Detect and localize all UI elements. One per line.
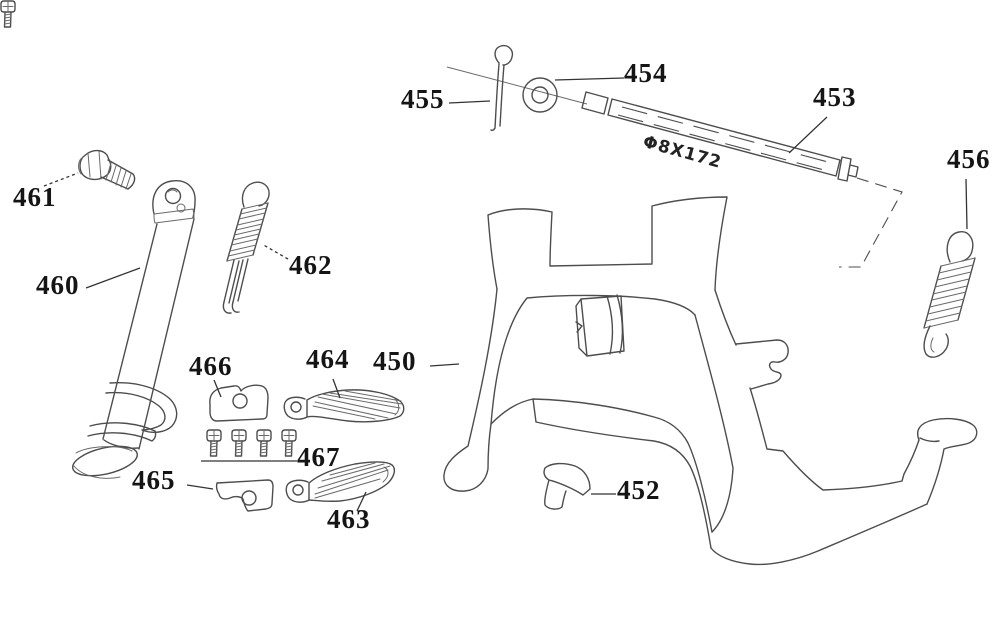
part-label-461: 461 <box>13 182 57 212</box>
part-label-454: 454 <box>624 58 668 88</box>
bracket-upper-drawing <box>209 384 269 422</box>
center-stand-drawing <box>443 196 978 566</box>
bumper-drawing <box>543 462 591 510</box>
washer-drawing <box>522 77 558 113</box>
shaft-assembly-drawing <box>446 44 903 268</box>
bracket-lower-drawing <box>215 479 274 512</box>
cotter-pin-drawing <box>490 44 514 132</box>
side-stand-drawing <box>72 180 196 479</box>
screw-set-drawing <box>0 0 297 457</box>
part-label-453: 453 <box>813 82 857 112</box>
part-label-464: 464 <box>306 344 350 374</box>
center-stand-spring-drawing <box>923 231 976 358</box>
screw-1 <box>206 429 222 457</box>
side-stand-spring-drawing <box>222 181 270 314</box>
part-label-463: 463 <box>327 504 371 534</box>
bolt-drawing <box>78 149 136 190</box>
part-label-450: 450 <box>373 346 417 376</box>
part-label-456: 456 <box>947 144 991 174</box>
stop-plate <box>575 294 625 357</box>
part-label-467: 467 <box>297 442 341 472</box>
part-label-465: 465 <box>132 465 176 495</box>
part-label-460: 460 <box>36 270 80 300</box>
spring-hook-tab <box>735 339 789 390</box>
footpeg-upper-drawing <box>283 389 405 423</box>
part-label-455: 455 <box>401 84 445 114</box>
part-label-466: 466 <box>189 351 233 381</box>
rod-drawing <box>581 91 859 182</box>
foot-pedal <box>916 417 978 505</box>
rod-alignment-dashes <box>839 177 903 268</box>
footpeg-lower-drawing <box>285 461 396 503</box>
axis-line <box>446 66 588 105</box>
part-label-452: 452 <box>617 475 661 505</box>
leader-lines <box>43 77 968 512</box>
part-label-462: 462 <box>289 250 333 280</box>
